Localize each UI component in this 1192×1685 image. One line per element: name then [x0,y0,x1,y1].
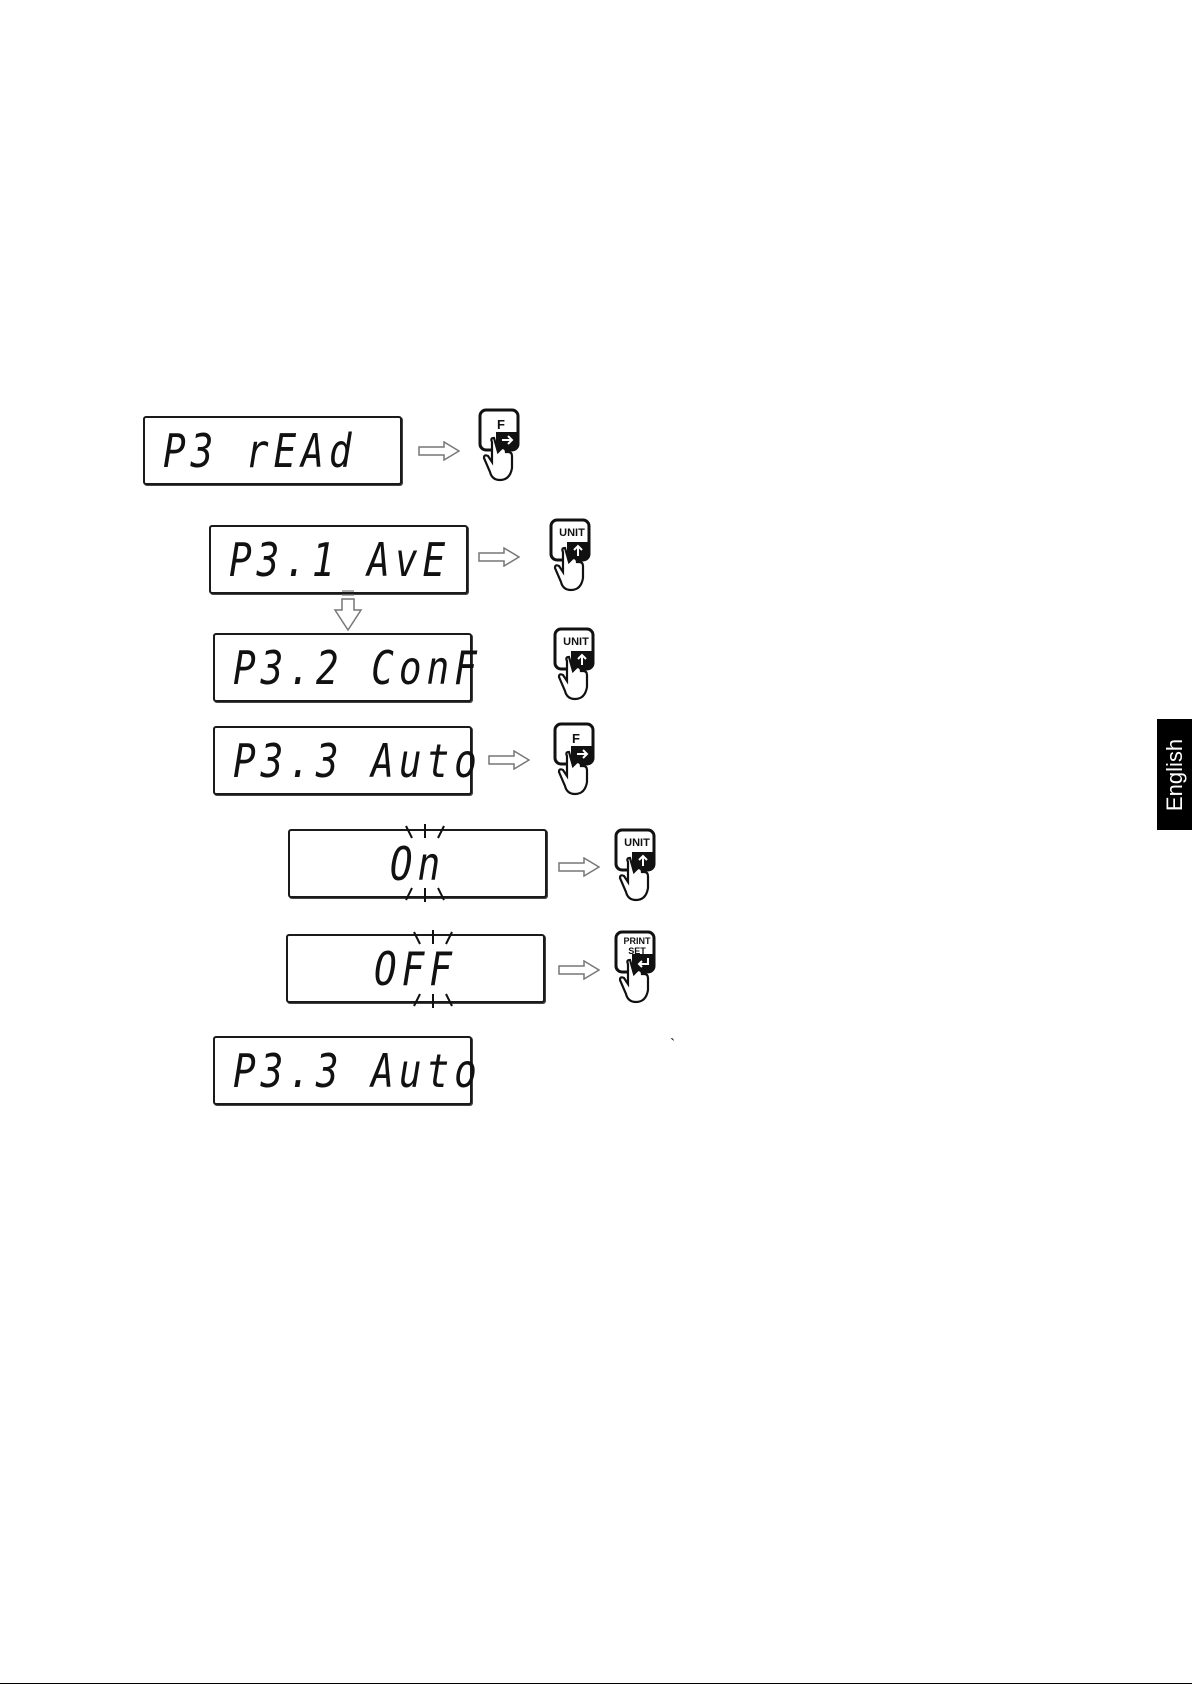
set-key-label: SET [618,947,656,956]
stray-mark: ` [670,1037,675,1055]
lcd-display-p33-auto-final: P3.3 Auto [213,1036,472,1105]
arrow-down-icon [333,590,363,632]
f-key-button: F [478,408,524,484]
unit-key-button: UNIT [614,828,660,904]
lcd-display-p3-read: P3 rEAd [143,416,402,485]
unit-key-label: UNIT [553,528,591,539]
footer-rule [0,1683,1192,1684]
arrow-right-icon [478,547,520,567]
lcd-text: P3.2 ConF [215,635,424,700]
blink-indicator-icon [400,822,450,904]
f-key-button: F [553,722,599,798]
lcd-display-p31-ave: P3.1 AvE [209,525,468,594]
lcd-text: P3 rEAd [145,418,354,483]
arrow-right-icon [558,960,600,980]
unit-key-button: UNIT [549,518,595,594]
lcd-text: P3.1 AvE [211,527,420,592]
language-tab: English [1157,719,1192,830]
unit-key-label: UNIT [618,838,656,849]
print-key-label: PRINT [618,937,656,946]
f-key-label: F [482,418,520,431]
arrow-right-icon [558,857,600,877]
arrow-right-icon [488,750,530,770]
unit-key-label: UNIT [557,637,595,648]
language-tab-label: English [1162,738,1188,810]
unit-key-button: UNIT [553,627,599,703]
print-set-key-button: PRINT SET [614,930,660,1006]
lcd-text: P3.3 Auto [215,728,424,793]
lcd-display-p33-auto: P3.3 Auto [213,726,472,795]
arrow-right-icon [418,441,460,461]
f-key-label: F [557,732,595,745]
lcd-display-p32-conf: P3.2 ConF [213,633,472,702]
blink-indicator-icon [408,928,458,1010]
lcd-text: P3.3 Auto [215,1038,424,1103]
